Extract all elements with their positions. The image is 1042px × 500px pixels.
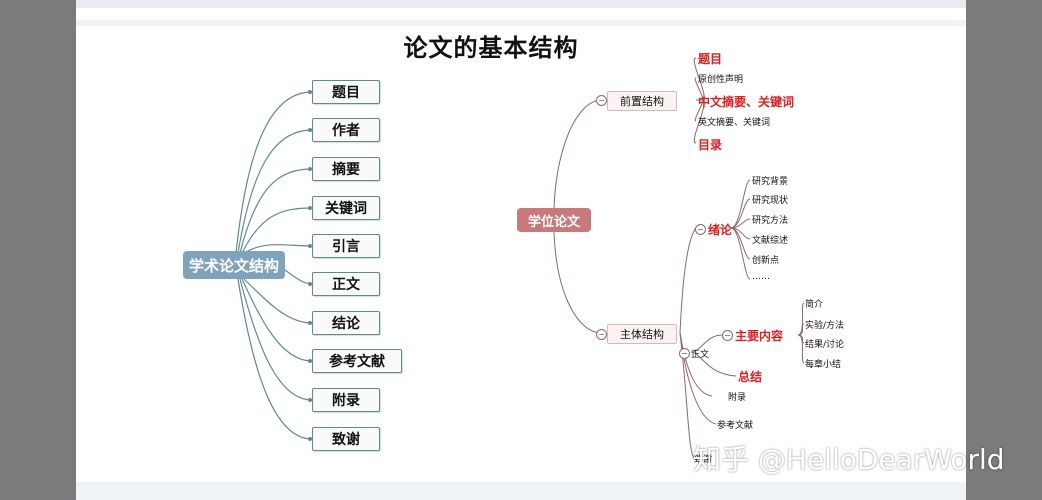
connector-dot: [308, 359, 312, 363]
header-band: [76, 20, 966, 26]
top-bar: [76, 0, 966, 8]
connector-dot: [308, 437, 312, 441]
connector-dot: [308, 206, 312, 210]
left-node-conclusion: 结论: [312, 311, 380, 335]
front-structure-node: 前置结构: [607, 91, 677, 111]
left-node-references: 参考文献: [312, 349, 402, 373]
connector-dot: [308, 244, 312, 248]
left-node-abstract: 摘要: [312, 157, 380, 181]
acknowledgements-node: 致谢: [694, 455, 713, 465]
slide: 论文的基本结构: [76, 0, 966, 500]
connector-dot: [308, 398, 312, 402]
right-root-node: 学位论文: [517, 208, 591, 232]
front-item-english-abstract: 英文摘要、关键词: [698, 118, 771, 128]
front-item-contents: 目录: [698, 138, 723, 152]
collapse-icon[interactable]: −: [596, 95, 607, 106]
content-item-summary: 每章小结: [805, 360, 842, 370]
collapse-icon[interactable]: −: [596, 329, 607, 340]
front-item-chinese-abstract: 中文摘要、关键词: [698, 95, 795, 109]
left-node-introduction: 引言: [312, 234, 380, 258]
footer-band: [76, 482, 966, 500]
collapse-icon[interactable]: −: [722, 330, 733, 341]
left-node-appendix: 附录: [312, 388, 380, 412]
intro-item-methods: 研究方法: [752, 216, 789, 226]
body-structure-node: 主体结构: [607, 324, 677, 344]
collapse-icon[interactable]: −: [695, 224, 706, 235]
front-item-title: 题目: [698, 52, 723, 66]
intro-item-innovation: 创新点: [752, 256, 780, 266]
diagram-title: 论文的基本结构: [403, 34, 579, 62]
collapse-icon[interactable]: −: [679, 348, 690, 359]
summary-node: 总结: [738, 370, 763, 384]
content-item-results: 结果/讨论: [805, 340, 845, 350]
left-node-author: 作者: [312, 118, 380, 142]
left-node-title: 题目: [312, 80, 380, 104]
intro-item-status: 研究现状: [752, 196, 789, 206]
appendix-node: 附录: [728, 393, 747, 403]
connector-dot: [308, 321, 312, 325]
intro-item-background: 研究背景: [752, 177, 789, 187]
connector-dot: [308, 167, 312, 171]
left-node-body: 正文: [312, 272, 380, 296]
intro-node: 绪论: [708, 223, 733, 237]
connector-dot: [308, 282, 312, 286]
content-item-intro: 简介: [805, 300, 824, 310]
left-node-acknowledgements: 致谢: [312, 427, 380, 451]
intro-item-review: 文献综述: [752, 236, 789, 246]
watermark: 知乎 @HelloDearWorld: [693, 443, 1005, 476]
main-text-node: 正文: [691, 350, 710, 360]
main-content-node: 主要内容: [735, 329, 784, 343]
connector-dot: [308, 90, 312, 94]
content-item-method: 实验/方法: [805, 321, 845, 331]
intro-item-ellipsis: ……: [752, 272, 770, 282]
left-root-node: 学术论文结构: [183, 251, 285, 279]
references-node: 参考文献: [717, 421, 754, 431]
connector-dot: [308, 128, 312, 132]
front-item-declaration: 原创性声明: [698, 75, 744, 85]
left-node-keywords: 关键词: [312, 196, 380, 220]
connector-lines: [235, 57, 805, 459]
